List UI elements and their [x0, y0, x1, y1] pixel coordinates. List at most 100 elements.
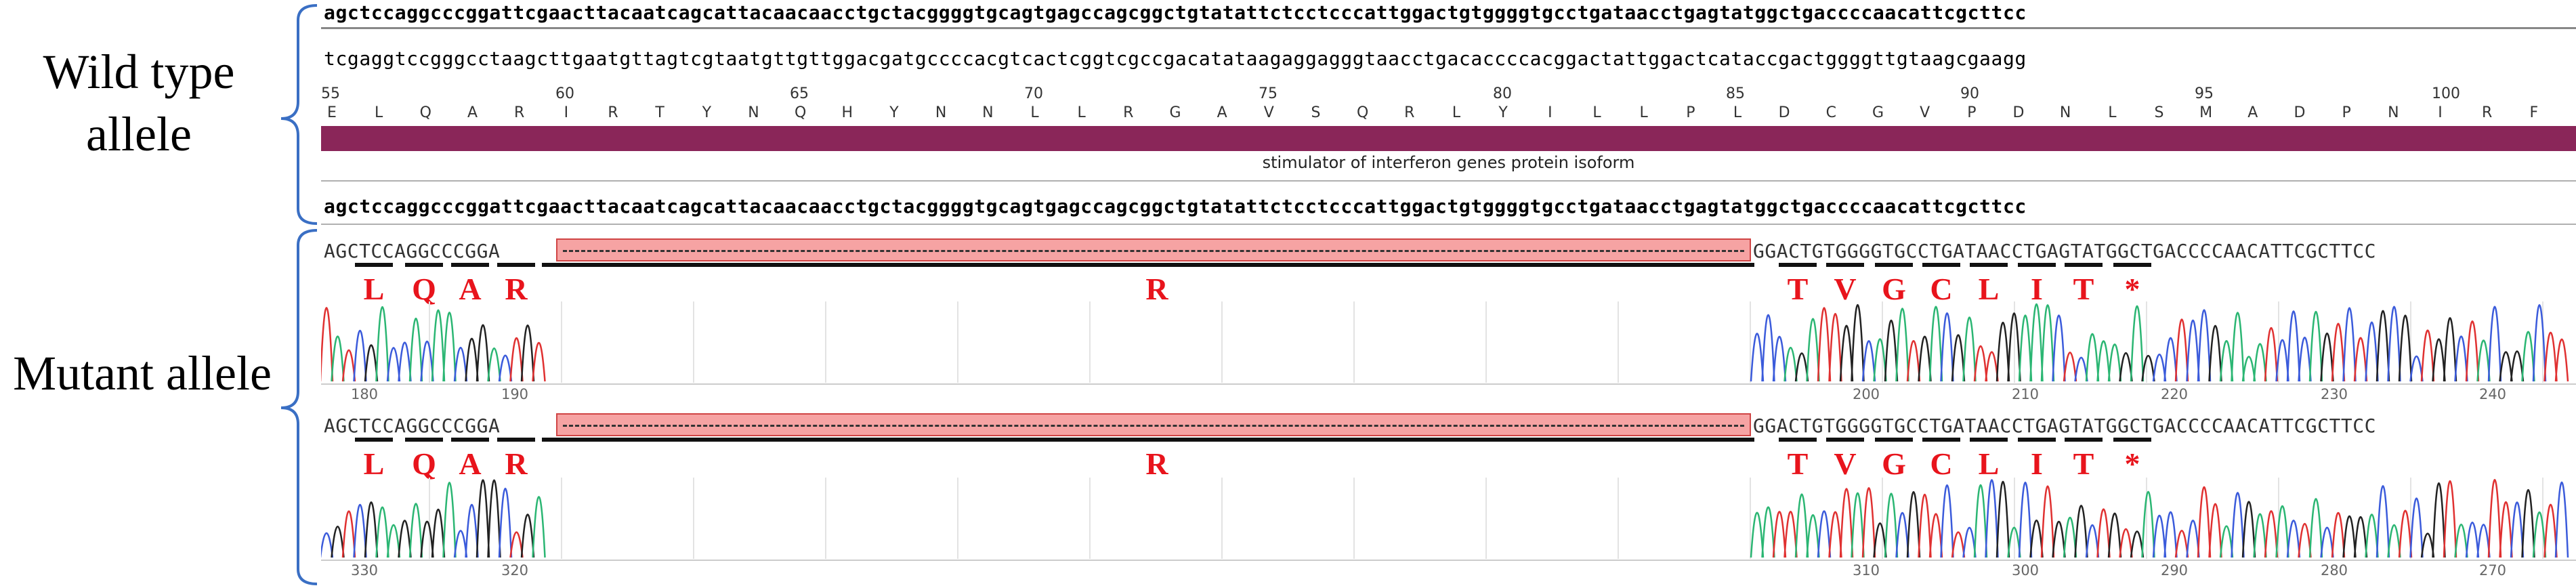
- trace-peak: [1761, 506, 1775, 558]
- trace-peak: [1794, 352, 1809, 382]
- read1-axis: [321, 383, 2576, 385]
- mutant-amino-acid: Q: [412, 272, 436, 306]
- trace-peak: [2130, 305, 2145, 382]
- wild-type-amino-acid: R: [1404, 104, 1415, 121]
- residue-number: 75: [1259, 85, 1278, 102]
- codon-bar: [2018, 438, 2056, 442]
- trace-peak: [1985, 351, 1999, 382]
- mutant-amino-acid: T: [2073, 446, 2094, 481]
- trace-peak: [341, 510, 356, 558]
- trace-peak: [386, 524, 401, 558]
- codon-bar: [355, 263, 393, 267]
- wild-type-amino-acid: Q: [419, 104, 431, 121]
- trace-peak: [364, 344, 379, 382]
- trace-peak: [2454, 335, 2468, 382]
- trace-peak: [1873, 522, 1887, 558]
- trace-peak: [2107, 343, 2122, 382]
- wild-type-amino-acid: E: [327, 104, 337, 121]
- trace-peak: [2465, 320, 2480, 382]
- codon-bar: [405, 263, 443, 267]
- mutant-amino-acid: T: [2073, 272, 2094, 306]
- trace-peak: [2543, 504, 2558, 558]
- trace-peak: [476, 324, 490, 382]
- wild-type-amino-acid: D: [2012, 104, 2025, 121]
- trace-peak: [2409, 356, 2424, 382]
- trace-peak: [2365, 321, 2379, 382]
- codon-bar: [1922, 263, 1960, 267]
- trace-peak: [509, 531, 524, 558]
- mutant-amino-acid-middle: R: [1145, 272, 1168, 306]
- mutant-label: Mutant allele: [7, 342, 278, 404]
- wild-type-label: Wild type allele: [3, 41, 274, 165]
- mutant-amino-acid: A: [459, 272, 482, 306]
- panel-divider: [321, 180, 2576, 182]
- trace-peak: [1783, 511, 1798, 558]
- trace-peak: [465, 337, 479, 382]
- mutant-amino-acid: G: [1882, 446, 1906, 481]
- trace-peak: [1861, 340, 1876, 382]
- trace-peak: [2286, 310, 2301, 382]
- trace-peak: [2465, 522, 2480, 558]
- trace-peak: [2063, 517, 2077, 558]
- residue-number: 65: [790, 85, 809, 102]
- codon-bar: [1826, 263, 1864, 267]
- trace-peak: [2409, 497, 2424, 558]
- trace-peak: [1973, 345, 1988, 382]
- wild-type-amino-acid: L: [1733, 104, 1742, 121]
- trace-peak: [353, 504, 367, 558]
- trace-position: 290: [2160, 562, 2189, 579]
- trace-peak: [1828, 313, 1842, 382]
- trace-peak: [2096, 508, 2111, 558]
- trace-peak: [1918, 335, 1932, 382]
- trace-peak: [2152, 514, 2167, 558]
- trace-peak: [1839, 324, 1854, 382]
- trace-peak: [498, 488, 513, 558]
- codon-bar: [497, 263, 535, 267]
- trace-peak: [2052, 314, 2066, 382]
- wild-type-amino-acid: N: [982, 104, 994, 121]
- trace-peak: [1772, 511, 1787, 558]
- trace-peak: [2174, 530, 2189, 558]
- trace-peak: [2007, 312, 2021, 382]
- trace-peak: [2521, 489, 2535, 558]
- trace-peak: [353, 330, 367, 382]
- wild-type-amino-acid: L: [1030, 104, 1039, 121]
- residue-number: 80: [1493, 85, 1512, 102]
- trace-position: 230: [2320, 386, 2348, 402]
- trace-peak: [321, 307, 334, 382]
- read2-right-seq: GGACTGTGGGGTGCCTGATAACCTGAGTATGGCTGACCCC…: [1753, 415, 2376, 437]
- trace-peak: [2130, 530, 2145, 558]
- trace-peak: [1873, 338, 1887, 382]
- trace-peak: [1861, 487, 1876, 558]
- trace-peak: [2308, 311, 2323, 382]
- trace-peak: [2231, 492, 2245, 558]
- trace-peak: [2040, 485, 2055, 558]
- wild-type-amino-acid: P: [2342, 104, 2351, 121]
- trace-peak: [2141, 490, 2155, 558]
- trace-peak: [1828, 511, 1842, 558]
- trace-peak: [1794, 493, 1809, 558]
- trace-peak: [1906, 491, 1921, 558]
- trace-peak: [321, 532, 334, 558]
- trace-peak: [2253, 513, 2267, 558]
- codon-bar: [405, 438, 443, 442]
- trace-peak: [2398, 509, 2413, 558]
- trace-peak: [1906, 340, 1921, 382]
- mutant-brace: [280, 229, 318, 585]
- wild-type-label-text: Wild type allele: [43, 45, 235, 161]
- mutant-amino-acid: L: [1978, 272, 2000, 306]
- codon-bar: [451, 263, 489, 267]
- trace-peak: [2499, 351, 2513, 382]
- trace-position: 270: [2478, 562, 2507, 579]
- trace-peak: [2499, 501, 2513, 558]
- trace-peak: [2376, 310, 2390, 382]
- trace-peak: [442, 482, 457, 558]
- wild-type-amino-acid: Y: [889, 104, 899, 121]
- trace-peak: [2342, 515, 2357, 558]
- read1-deletion-box: [556, 238, 1751, 261]
- trace-peak: [1750, 333, 1765, 382]
- trace-peak: [1761, 314, 1775, 382]
- trace-peak: [532, 496, 546, 558]
- trace-peak: [420, 520, 434, 558]
